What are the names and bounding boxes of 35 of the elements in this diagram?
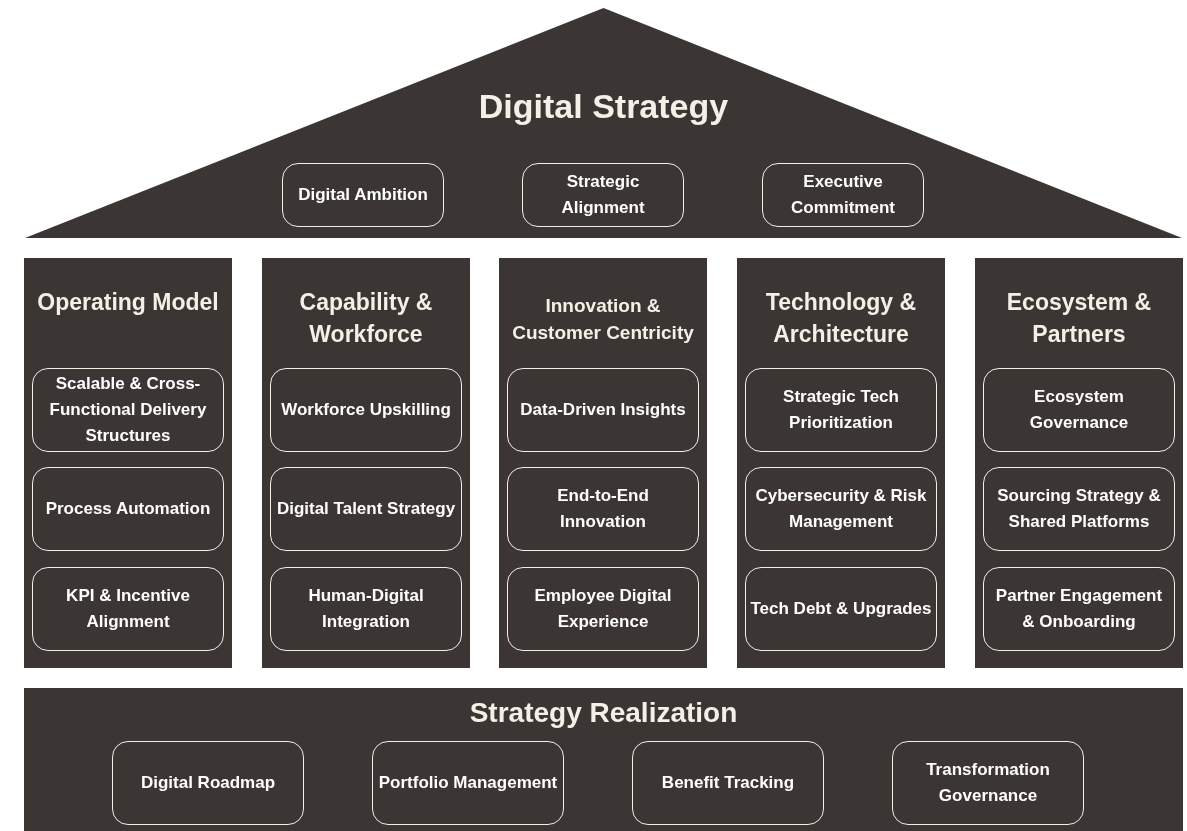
pillar-panel: [262, 258, 470, 668]
pillar-heading: Innovation & Customer Centricity: [511, 294, 695, 345]
pillar-item: Strategic Tech Prioritization: [745, 368, 937, 452]
pillar-item: Benefit Tracking: [632, 741, 824, 825]
pillar-item: Portfolio Management: [372, 741, 564, 825]
pillar-heading: Capability & Workforce: [298, 288, 434, 350]
pillar-item: Cybersecurity & Risk Management: [745, 467, 937, 551]
pillar-item: Ecosystem Governance: [983, 368, 1175, 452]
pillar-heading: Operating Model: [36, 288, 220, 317]
pillar-item: KPI & Incentive Alignment: [32, 567, 224, 651]
pillar-item: Data-Driven Insights: [507, 368, 699, 452]
pillar-item: Transformation Governance: [892, 741, 1084, 825]
pillar-item: Workforce Upskilling: [270, 368, 462, 452]
pillar-item: Process Automation: [32, 467, 224, 551]
pillar-heading: Ecosystem & Partners: [1005, 288, 1153, 350]
foundation-title: Strategy Realization: [468, 696, 739, 730]
pillar-item: End-to-End Innovation: [507, 467, 699, 551]
pillar-item: Digital Roadmap: [112, 741, 304, 825]
pillar-item: Tech Debt & Upgrades: [745, 567, 937, 651]
pillar-item: Digital Ambition: [282, 163, 444, 227]
pillar-item: Scalable & Cross-Functional Delivery Structures: [32, 368, 224, 452]
foundation-panel: [24, 688, 1183, 831]
pillar-heading: Technology & Architecture: [764, 288, 918, 350]
pillar-panel: [499, 258, 707, 668]
pillar-panel: [975, 258, 1183, 668]
pillar-item: Human-Digital Integration: [270, 567, 462, 651]
pillar-item: Digital Talent Strategy: [270, 467, 462, 551]
pillar-item: Partner Engagement & Onboarding: [983, 567, 1175, 651]
pillar-item: Executive Commitment: [762, 163, 924, 227]
roof-title: Digital Strategy: [477, 86, 730, 127]
pillar-panel: [737, 258, 945, 668]
pillar-item: Strategic Alignment: [522, 163, 684, 227]
pillar-panel: [24, 258, 232, 668]
pillar-item: Employee Digital Experience: [507, 567, 699, 651]
pillar-item: Sourcing Strategy & Shared Platforms: [983, 467, 1175, 551]
